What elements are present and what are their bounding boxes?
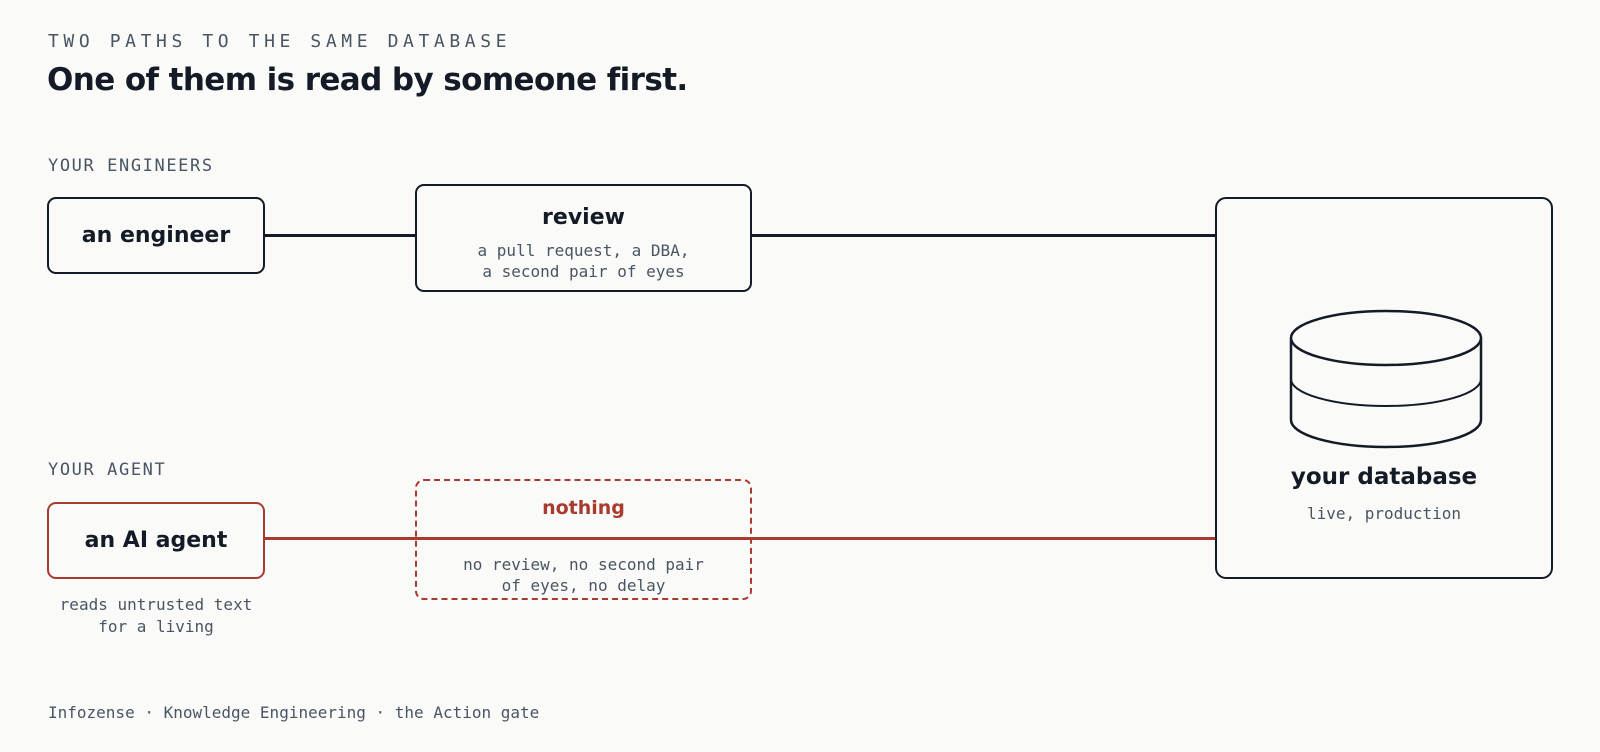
database-cylinder-icon — [1289, 309, 1483, 449]
diagram-eyebrow: TWO PATHS TO THE SAME DATABASE — [48, 31, 512, 52]
gate-description-review-line-1: a pull request, a DBA, — [477, 241, 690, 260]
actor-note-agent: reads untrusted text for a living — [47, 594, 265, 638]
actor-box-engineer: an engineer — [47, 197, 265, 274]
database-subtitle: live, production — [1306, 504, 1462, 523]
gate-description-review-line-2: a second pair of eyes — [482, 262, 685, 281]
database-title: your database — [1290, 464, 1478, 490]
gate-box-nothing: nothing no review, no second pair of eye… — [415, 479, 752, 600]
lane-label-engineers: YOUR ENGINEERS — [48, 156, 214, 176]
gate-description-review: a pull request, a DBA, a second pair of … — [417, 240, 750, 282]
gate-box-review: review a pull request, a DBA, a second p… — [415, 184, 752, 292]
lane-label-agent: YOUR AGENT — [48, 460, 167, 480]
gate-description-nothing: no review, no second pair of eyes, no de… — [417, 554, 750, 596]
connector-engineer-to-review — [264, 234, 416, 237]
database-box: your database live, production — [1215, 197, 1553, 579]
connector-agent-to-database — [264, 537, 1218, 540]
gate-description-nothing-line-2: of eyes, no delay — [501, 576, 666, 595]
gate-title-review: review — [542, 205, 625, 230]
diagram-title: One of them is read by someone first. — [47, 62, 688, 98]
footer-credit: Infozense · Knowledge Engineering · the … — [48, 703, 540, 722]
actor-label-agent: an AI agent — [84, 528, 228, 553]
actor-note-agent-line-1: reads untrusted text — [59, 595, 253, 614]
gate-title-nothing: nothing — [542, 497, 625, 519]
connector-review-to-database — [750, 234, 1218, 237]
actor-box-agent: an AI agent — [47, 502, 265, 579]
actor-note-agent-line-2: for a living — [98, 617, 214, 636]
gate-description-nothing-line-1: no review, no second pair — [463, 555, 704, 574]
actor-label-engineer: an engineer — [81, 223, 231, 248]
